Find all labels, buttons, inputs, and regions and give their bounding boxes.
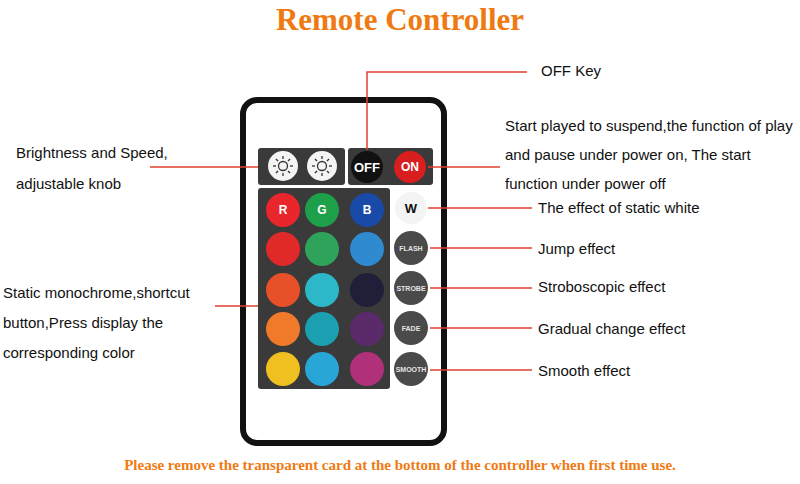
button-label: FADE [402,325,421,332]
button-label: W [405,201,417,216]
leader-line [430,247,532,249]
callout-text: Static monochrome,shortcut button,Press … [3,278,235,368]
sun-ray [312,165,315,166]
speed-button [307,151,337,181]
button-label: ON [401,160,419,174]
sun-ray [315,171,317,173]
callout-text: Jump effect [538,239,778,259]
callout-text: The effect of static white [538,198,778,218]
blue-button: B [350,193,384,227]
off-button: OFF [351,151,383,183]
button-label: OFF [354,160,380,175]
button-label: B [363,203,372,217]
color-button [305,232,339,266]
power-panel [348,148,433,185]
sun-icon [318,162,327,171]
color-button [350,273,384,307]
sun-ray [276,159,278,161]
red-button: R [266,193,300,227]
leader-line [150,166,258,168]
color-panel [258,188,390,389]
color-buttons [266,232,384,386]
leader-line [430,327,532,329]
leader-line [215,305,258,307]
color-button [350,312,384,346]
button-label: SMOOTH [396,366,427,373]
button-label: FLASH [399,245,422,252]
sun-ray [276,171,278,173]
white-button: W [395,192,427,224]
leader-line [367,72,527,150]
leader-line [428,207,532,209]
green-button: G [305,193,339,227]
knob-panel [258,148,345,185]
leader-line [428,166,500,168]
sun-ray [282,173,283,176]
sun-ray [288,171,290,173]
callout-text: Stroboscopic effect [538,277,778,297]
leader-line [430,369,532,371]
color-button [266,352,300,386]
sun-ray [321,173,322,176]
button-label: STROBE [396,285,425,292]
sun-ray [290,165,293,166]
sun-ray [327,171,329,173]
leader-lines [150,72,532,370]
strobe-button: STROBE [394,271,428,305]
caption-note: Please remove the transparent card at th… [0,457,800,474]
callout-text: Gradual change effect [538,319,778,339]
color-button [266,273,300,307]
sun-ray [327,159,329,161]
callout-text: Brightness and Speed, adjustable knob [16,137,231,199]
sun-ray [282,156,283,159]
color-button [305,273,339,307]
callout-text: Smooth effect [538,361,778,381]
flash-button: FLASH [394,231,428,265]
fade-button: FADE [394,311,428,345]
title: Remote Controller [0,2,800,38]
brightness-button [268,151,298,181]
sun-ray [288,159,290,161]
sun-ray [273,165,276,166]
sun-ray [321,156,322,159]
color-button [305,352,339,386]
sun-ray [329,165,332,166]
sun-icons [273,156,332,176]
sun-icon [279,162,288,171]
callout-text: Start played to suspend,the function of … [505,111,800,198]
sun-ray [315,159,317,161]
on-button: ON [394,151,426,183]
color-button [350,232,384,266]
leader-line [430,287,532,289]
color-button [266,312,300,346]
button-label: G [317,203,326,217]
color-button [305,312,339,346]
button-label: R [279,203,288,217]
color-button [266,232,300,266]
remote-body [243,100,444,443]
color-button [350,352,384,386]
callout-text: OFF Key [541,61,661,81]
smooth-button: SMOOTH [394,352,428,386]
